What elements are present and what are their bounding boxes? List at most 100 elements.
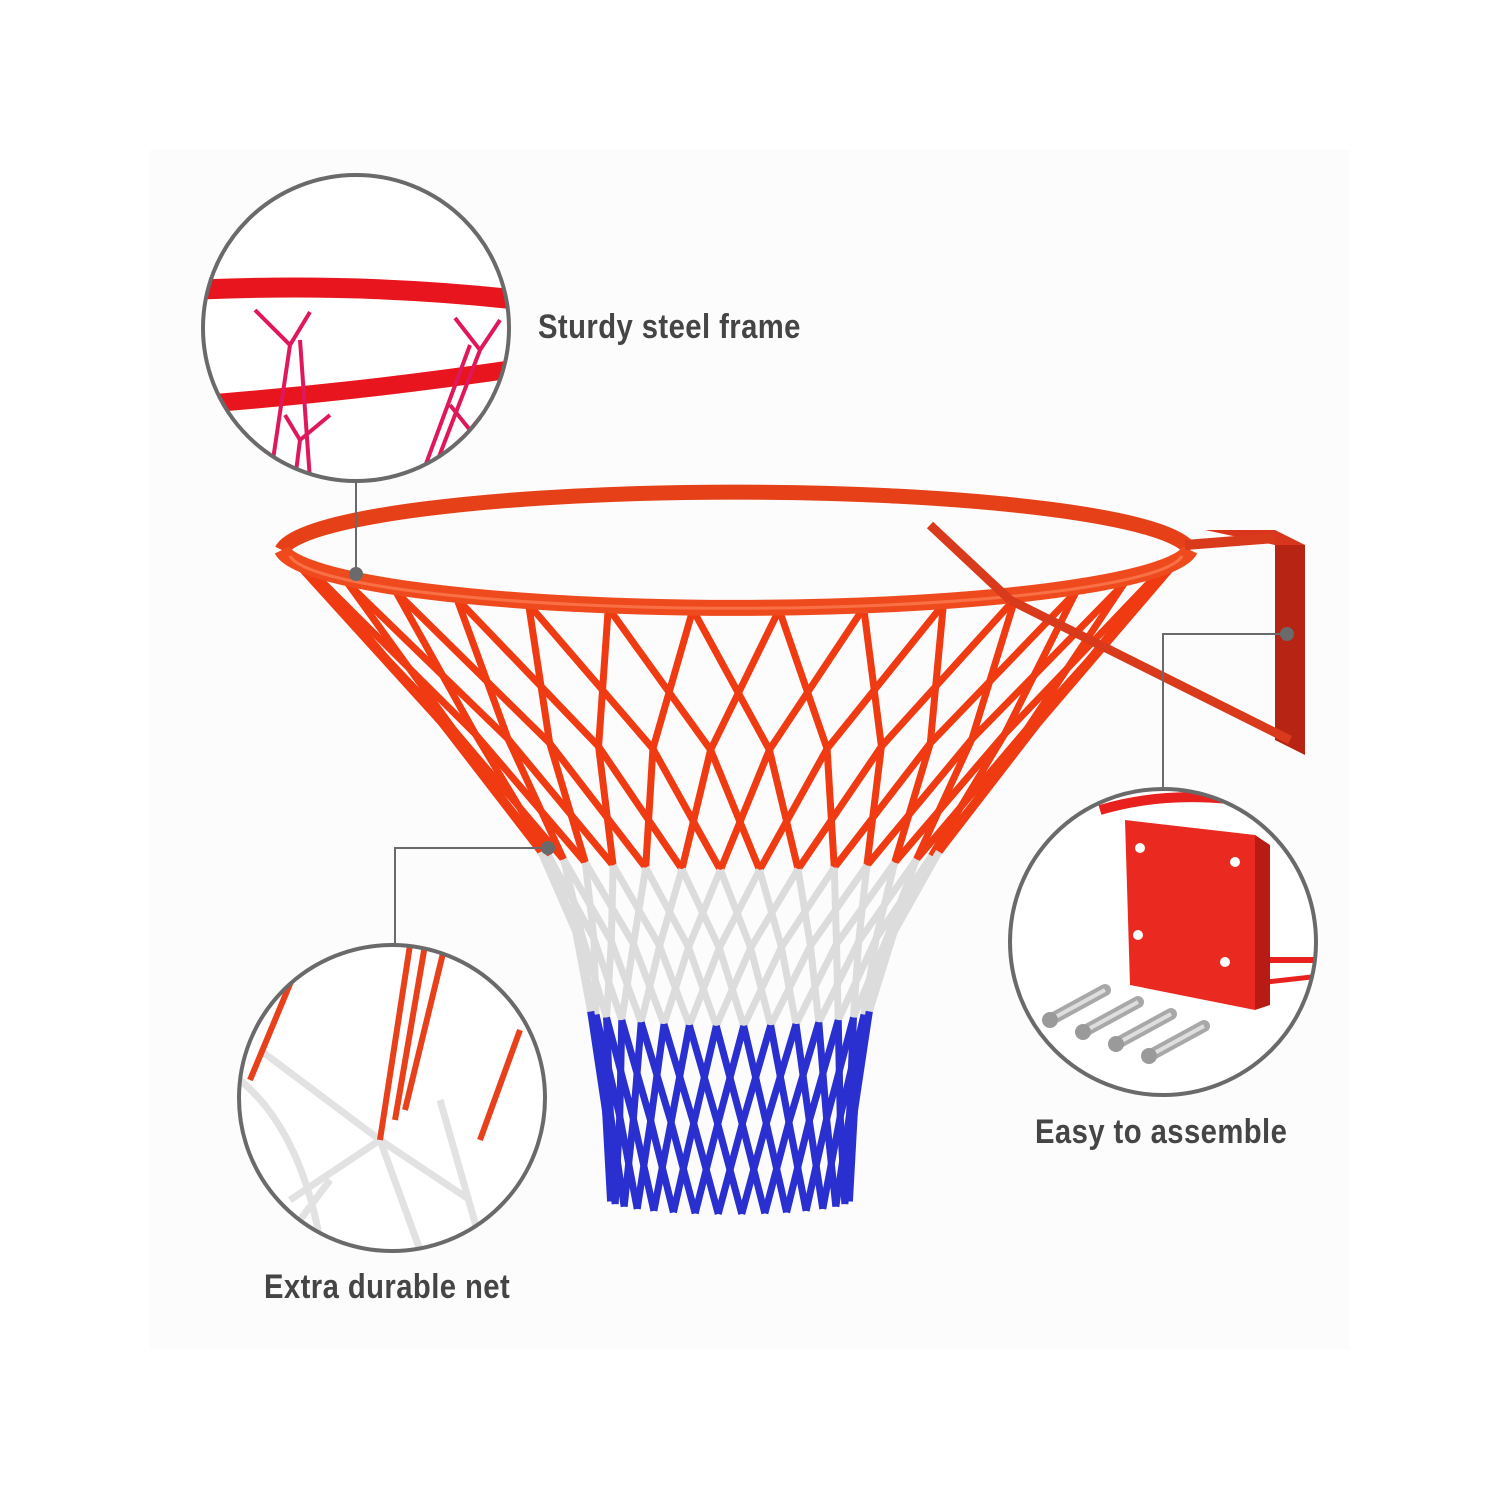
net-strand bbox=[546, 741, 649, 870]
bracket-and-bolts-closeup bbox=[1008, 787, 1318, 1097]
net-strand bbox=[618, 943, 637, 1021]
net-strand bbox=[795, 744, 885, 872]
net-strand bbox=[863, 746, 885, 866]
net-strand bbox=[678, 749, 714, 870]
net-strand bbox=[620, 1118, 637, 1207]
net-closeup bbox=[237, 943, 547, 1253]
hoop-rim bbox=[274, 484, 1198, 616]
net-strand bbox=[312, 572, 445, 726]
net-strand bbox=[690, 1025, 720, 1125]
net-strand bbox=[836, 1013, 868, 1118]
net-strand bbox=[805, 1019, 842, 1122]
callout-lines bbox=[355, 483, 1287, 944]
net-strand bbox=[707, 608, 783, 752]
net-strand bbox=[926, 603, 947, 744]
bolt-icon bbox=[1141, 1020, 1210, 1064]
net-strand bbox=[850, 933, 892, 1019]
net-strand bbox=[928, 720, 1042, 859]
net-strand bbox=[454, 596, 602, 749]
net-strand bbox=[707, 748, 763, 872]
net-strand bbox=[345, 581, 456, 731]
net-strand bbox=[824, 601, 947, 751]
net-strand bbox=[392, 590, 479, 736]
net-strand bbox=[819, 1115, 844, 1210]
net-strand bbox=[505, 736, 616, 868]
net-strand bbox=[656, 868, 686, 947]
net-strand bbox=[616, 1020, 626, 1117]
net-strand bbox=[855, 857, 920, 944]
net-strand bbox=[738, 1122, 770, 1215]
steel-frame-closeup bbox=[201, 173, 511, 483]
net-strand bbox=[603, 941, 615, 1018]
net-strand bbox=[607, 865, 617, 942]
net-strand bbox=[713, 946, 754, 1028]
net-strand bbox=[846, 1010, 873, 1115]
net-strand bbox=[578, 934, 595, 1012]
net-strand bbox=[649, 608, 697, 750]
net-strand bbox=[637, 945, 663, 1024]
bolt-icon bbox=[1042, 984, 1111, 1028]
net-strand bbox=[783, 1119, 813, 1214]
net-strand bbox=[815, 939, 862, 1024]
net-strand bbox=[472, 732, 552, 858]
net-strand bbox=[756, 747, 831, 872]
net-strand bbox=[595, 744, 685, 872]
net bbox=[295, 562, 1177, 1215]
net-strand bbox=[841, 1111, 858, 1205]
net-strand bbox=[913, 726, 1030, 862]
net-strand bbox=[525, 601, 656, 751]
net-strand bbox=[823, 748, 838, 868]
net-strand bbox=[785, 1021, 823, 1124]
net-strand bbox=[792, 942, 840, 1026]
net-strand bbox=[667, 1024, 693, 1123]
net-strand bbox=[807, 863, 870, 948]
net-strand bbox=[891, 731, 1008, 865]
net-strand bbox=[453, 597, 512, 741]
net-strand bbox=[595, 746, 617, 866]
net-strand bbox=[860, 930, 898, 1016]
net-strand bbox=[678, 867, 723, 950]
net-strand bbox=[603, 1017, 614, 1115]
net-strand bbox=[545, 854, 580, 933]
feature-label-steel-frame: Sturdy steel frame bbox=[538, 308, 801, 346]
net-strand bbox=[831, 741, 934, 870]
net-strand bbox=[345, 581, 511, 742]
net-strand bbox=[761, 1121, 793, 1215]
net-strand bbox=[670, 1122, 698, 1214]
net-strand bbox=[504, 737, 567, 861]
net-strand bbox=[1001, 590, 1080, 736]
net-strand bbox=[740, 945, 785, 1028]
net-strand bbox=[716, 868, 763, 950]
net-strand bbox=[835, 937, 880, 1022]
net-strand bbox=[864, 736, 975, 868]
net-strand bbox=[686, 946, 723, 1027]
net-strand bbox=[823, 1016, 857, 1120]
net-strand bbox=[717, 748, 773, 872]
net-strand bbox=[691, 1123, 722, 1215]
net-strand bbox=[766, 605, 867, 752]
net-strand bbox=[525, 603, 554, 744]
net-strand bbox=[738, 1024, 775, 1125]
net-strand bbox=[689, 608, 773, 752]
net-strand bbox=[393, 589, 553, 746]
net-strand bbox=[649, 747, 724, 872]
net-strand bbox=[546, 742, 589, 864]
net-strand bbox=[590, 938, 600, 1015]
net-strand bbox=[629, 1022, 645, 1120]
net-strand bbox=[595, 607, 612, 747]
net-strand bbox=[832, 1113, 854, 1208]
net-strand bbox=[714, 1025, 748, 1125]
bolt-icon bbox=[1108, 1008, 1177, 1052]
net-strand bbox=[633, 1120, 655, 1210]
net-strand bbox=[581, 862, 598, 939]
net-strand bbox=[778, 865, 838, 950]
net-strand bbox=[762, 1023, 800, 1125]
feature-label-assembly: Easy to assemble bbox=[1035, 1113, 1288, 1151]
net-strand bbox=[891, 742, 934, 864]
net-strand bbox=[767, 944, 814, 1027]
net-strand bbox=[592, 1014, 610, 1112]
net-strand bbox=[472, 731, 589, 865]
net-strand bbox=[969, 581, 1127, 742]
net-strand bbox=[913, 737, 976, 861]
wall-bracket bbox=[926, 521, 1305, 755]
